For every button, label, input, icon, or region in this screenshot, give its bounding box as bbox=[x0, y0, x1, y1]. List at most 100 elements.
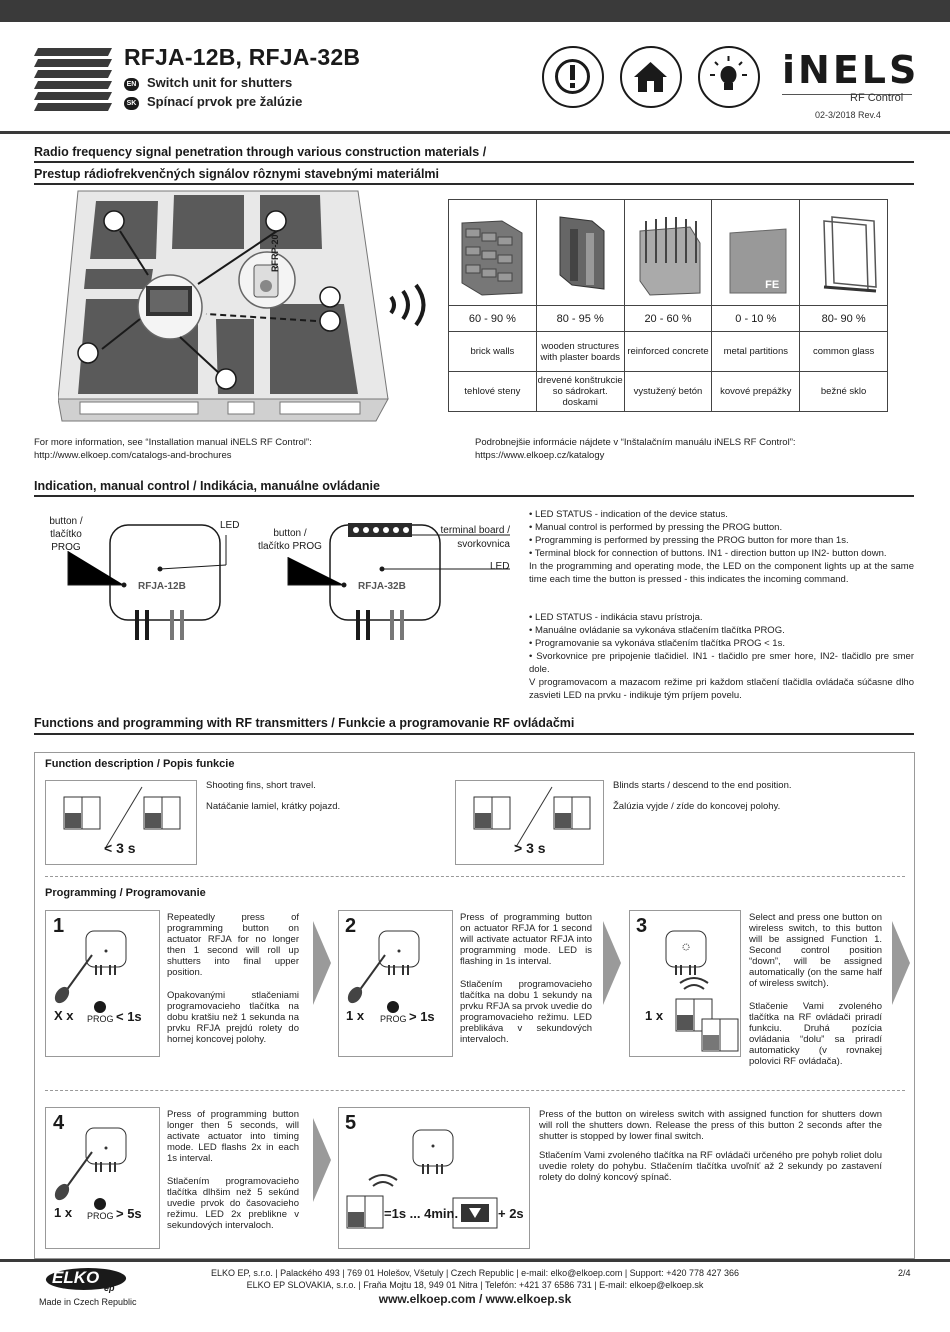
material-name-sk-2: vystužený betón bbox=[623, 371, 713, 412]
reinforced-concrete-image bbox=[623, 199, 713, 306]
step3-number: 3 bbox=[636, 915, 648, 937]
subtitle-en-text: Switch unit for shutters bbox=[147, 75, 293, 90]
dev2-led-label: LED bbox=[490, 561, 510, 572]
wooden-structure-image bbox=[535, 199, 625, 306]
functions-box bbox=[34, 752, 915, 1259]
function1-diagram bbox=[45, 780, 197, 865]
bullets-sk: • LED STATUS - indikácia stavu prístroja… bbox=[529, 611, 914, 702]
bullet-en-1: • Manual control is performed by pressin… bbox=[529, 522, 783, 533]
step2-number: 2 bbox=[345, 915, 357, 937]
materials-table: FE 60 - 90 % 80 - 95 % 20 - 60 % 0 - 10 … bbox=[448, 199, 888, 412]
step4-count: 1 x bbox=[54, 1205, 73, 1220]
step2-prog: PROG bbox=[380, 1014, 407, 1024]
section3-title: Functions and programming with RF transm… bbox=[34, 716, 575, 730]
step1-time: < 1s bbox=[116, 1009, 142, 1024]
material-name-sk-1: drevené konštrukcie so sádrokart. doskam… bbox=[535, 371, 625, 412]
function-description-title: Function description / Popis funkcie bbox=[45, 758, 235, 770]
step5-time: =1s ... 4min. bbox=[384, 1206, 459, 1221]
material-name-sk-0: tehlové steny bbox=[448, 371, 537, 412]
brand-underline bbox=[782, 94, 912, 95]
step-arrow-icon bbox=[892, 921, 910, 1005]
step4-prog: PROG bbox=[87, 1211, 114, 1221]
info-en-text: For more information, see “Installation … bbox=[34, 437, 312, 448]
material-name-en-3: metal partitions bbox=[711, 331, 801, 372]
step2-text-en: Press of programming button on actuator … bbox=[460, 912, 592, 967]
step3-text-en: Select and press one button on wireless … bbox=[749, 912, 882, 989]
glass-image bbox=[799, 199, 888, 306]
section3-divider bbox=[34, 733, 914, 735]
step2-count: 1 x bbox=[346, 1008, 365, 1023]
dev2-terminal-label: terminal board / svorkovnica bbox=[436, 524, 510, 552]
material-name-en-1: wooden structures with plaster boards bbox=[535, 331, 625, 372]
function1-time: < 3 s bbox=[104, 840, 136, 856]
shutter-logo-icon bbox=[34, 48, 112, 111]
function2-diagram bbox=[455, 780, 604, 865]
step4-text-sk: Stlačením programovacieho tlačítka dlhši… bbox=[167, 1176, 299, 1231]
step4-text: Press of programming button longer then … bbox=[167, 1109, 299, 1231]
footer-address-cz: ELKO EP, s.r.o. | Palackého 493 | 769 01… bbox=[210, 1268, 740, 1278]
dev2-terminal-label-sk: svorkovnica bbox=[457, 539, 510, 550]
material-percent-4: 80- 90 % bbox=[799, 305, 888, 332]
programming-title: Programming / Programovanie bbox=[45, 887, 206, 899]
bullet-en-3: • Terminal block for connection of butto… bbox=[529, 548, 887, 559]
brand-logo: iNELS bbox=[782, 48, 920, 92]
info-sk-text: Podrobnejšie informácie nájdete v “Inšta… bbox=[475, 437, 796, 448]
dev1-name: RFJA-12B bbox=[138, 581, 186, 592]
function1-en: Shooting fins, short travel. bbox=[206, 780, 316, 791]
step2-box bbox=[338, 910, 453, 1057]
section1-title-sk: Prestup rádiofrekvenčných signálov rôzny… bbox=[34, 167, 440, 181]
step3-box bbox=[629, 910, 741, 1057]
material-name-en-2: reinforced concrete bbox=[623, 331, 713, 372]
page-title: RFJA-12B, RFJA-32B bbox=[124, 44, 361, 70]
floor-plan-illustration bbox=[58, 190, 389, 422]
step4-number: 4 bbox=[53, 1112, 65, 1134]
dev1-button-label: button /tlačítko PROG bbox=[36, 515, 96, 554]
dev2-terminal-label-en: terminal board / bbox=[440, 525, 510, 536]
step4-text-en: Press of programming button longer then … bbox=[167, 1109, 299, 1164]
bullet-sk-2: • Programovanie sa vykonáva stlačením tl… bbox=[529, 638, 785, 649]
revision-label: 02-3/2018 Rev.4 bbox=[815, 110, 881, 120]
elko-logo-text: ELKO bbox=[52, 1268, 100, 1287]
bullet-sk-4: V programovacom a mazacom režime pri kaž… bbox=[529, 677, 914, 701]
dev2-button-label-sk: tlačítko PROG bbox=[258, 541, 322, 552]
step5-plus: + 2s bbox=[498, 1206, 524, 1221]
step-arrow-icon bbox=[313, 1118, 331, 1202]
footer-websites[interactable]: www.elkoep.com / www.elkoep.sk bbox=[378, 1292, 572, 1306]
steps-divider bbox=[45, 1090, 905, 1091]
step5-text: Press of the button on wireless switch w… bbox=[539, 1109, 882, 1183]
info-sk: Podrobnejšie informácie nájdete v “Inšta… bbox=[475, 437, 796, 462]
function2-en: Blinds starts / descend to the end posit… bbox=[613, 780, 792, 791]
step2-text: Press of programming button on actuator … bbox=[460, 912, 592, 1045]
section1-title-en: Radio frequency signal penetration throu… bbox=[34, 145, 487, 159]
dev1-button-label-sk: tlačítko PROG bbox=[50, 529, 82, 553]
material-name-sk-3: kovové prepážky bbox=[711, 371, 801, 412]
material-name-en-0: brick walls bbox=[448, 331, 537, 372]
step3-text: Select and press one button on wireless … bbox=[749, 912, 882, 1067]
info-en-link[interactable]: http://www.elkoep.com/catalogs-and-broch… bbox=[34, 449, 232, 461]
bullet-en-0: • LED STATUS - indication of the device … bbox=[529, 509, 728, 520]
step4-time: > 5s bbox=[116, 1206, 142, 1221]
step2-time: > 1s bbox=[409, 1009, 435, 1024]
lang-badge-en: EN bbox=[124, 78, 139, 91]
made-in-label: Made in Czech Republic bbox=[39, 1297, 137, 1307]
step2-text-sk: Stlačením programovacieho tlačítka na do… bbox=[460, 979, 592, 1045]
bullet-sk-1: • Manuálne ovládanie sa vykonáva stlačen… bbox=[529, 625, 785, 636]
section1-divider-2 bbox=[34, 183, 914, 185]
programming-divider bbox=[45, 876, 905, 877]
step1-number: 1 bbox=[53, 915, 65, 937]
dev1-led-label: LED bbox=[220, 520, 240, 531]
step5-text-sk: Stlačením Vami zvoleného tlačítka na RF … bbox=[539, 1150, 882, 1183]
step3-text-sk: Stlačenie Vami zvoleného tlačítka na RF … bbox=[749, 1001, 882, 1067]
step1-prog: PROG bbox=[87, 1014, 114, 1024]
brand-subtitle: RF Control bbox=[850, 92, 904, 104]
dev2-button-label-en: button / bbox=[273, 528, 307, 539]
step1-text-sk: Opakovanými stlačeniami programovacieho … bbox=[167, 990, 299, 1045]
dev2-name: RFJA-32B bbox=[358, 581, 406, 592]
step-arrow-icon bbox=[603, 921, 621, 1005]
info-en: For more information, see “Installation … bbox=[34, 437, 312, 462]
info-sk-link[interactable]: https://www.elkoep.cz/katalogy bbox=[475, 449, 605, 461]
bullet-en-2: • Programming is performed by pressing t… bbox=[529, 535, 849, 546]
step1-count: X x bbox=[54, 1008, 74, 1023]
warning-icon bbox=[542, 46, 604, 108]
